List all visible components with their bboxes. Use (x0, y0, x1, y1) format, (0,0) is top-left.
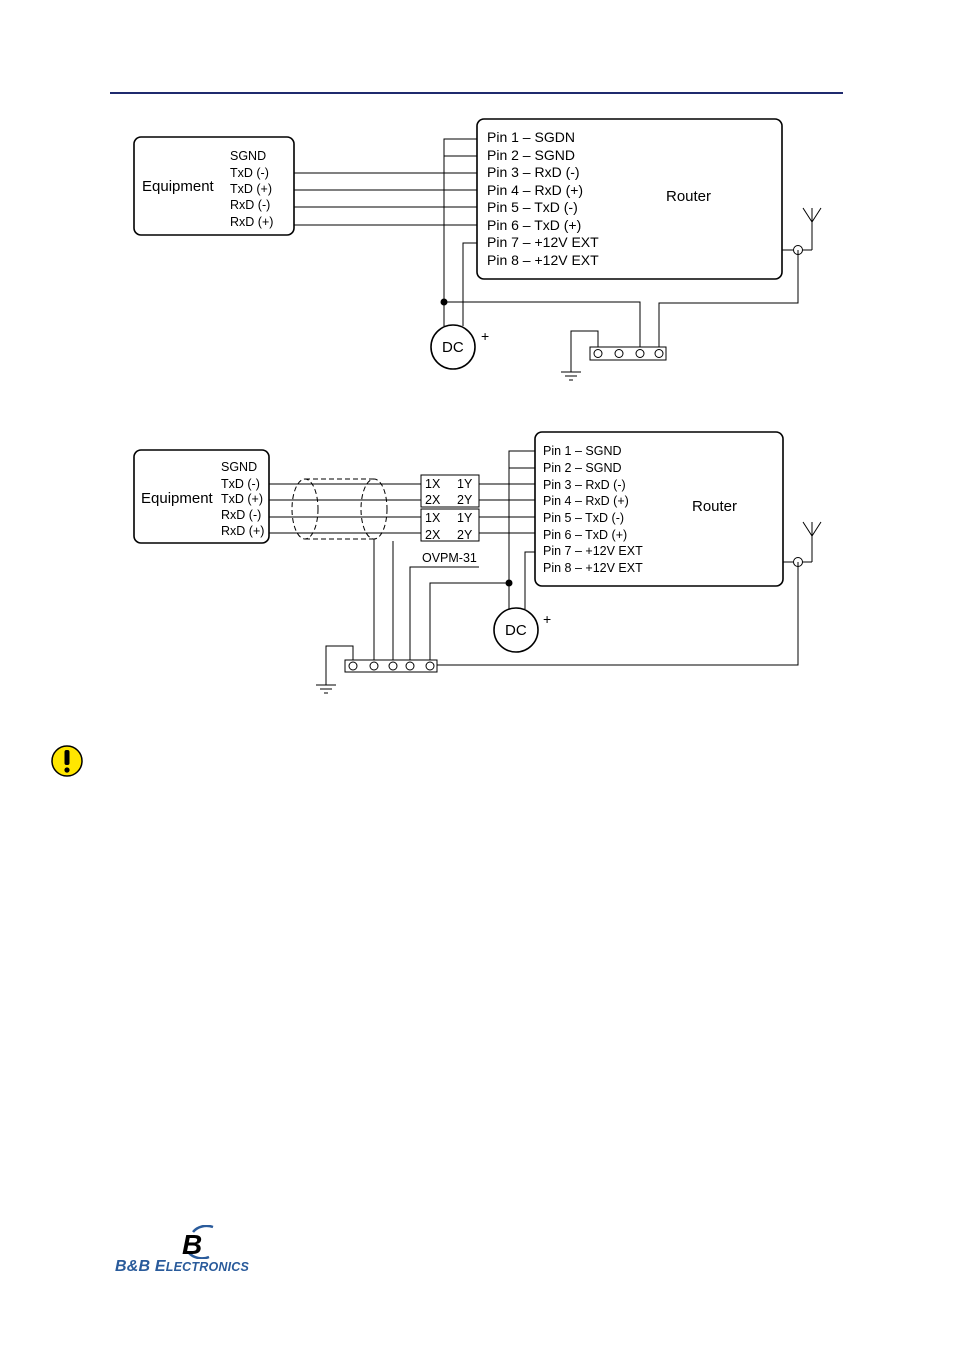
router-label: Router (692, 498, 737, 515)
module-port: 1X (425, 477, 441, 491)
wiring-diagram-protected: Equipment SGND TxD (-) TxD (+) RxD (-) R… (133, 431, 822, 694)
equipment-label: Equipment (141, 490, 214, 507)
ground-symbol (316, 645, 354, 694)
signal-wires-equipment (269, 483, 421, 534)
router-pin: Pin 1 – SGND (543, 444, 622, 458)
module-label: OVPM-31 (422, 551, 477, 565)
equipment-pin: TxD (-) (230, 166, 269, 180)
router-pin: Pin 2 – SGND (487, 147, 575, 163)
equipment-label: Equipment (142, 178, 215, 195)
signal-wires (294, 172, 477, 226)
router-pin: Pin 1 – SGDN (487, 129, 575, 145)
router-pin: Pin 7 – +12V EXT (487, 234, 599, 250)
module-ground-wires (392, 541, 479, 660)
equipment-box (133, 449, 270, 544)
router-pin: Pin 2 – SGND (543, 461, 622, 475)
router-pin: Pin 7 – +12V EXT (543, 544, 643, 558)
dc-polarity: + (481, 328, 489, 344)
module-port: 2Y (457, 493, 473, 507)
router-pin: Pin 5 – TxD (-) (543, 511, 624, 525)
equipment-pin: RxD (-) (221, 508, 261, 522)
equipment-pin: RxD (-) (230, 198, 270, 212)
equipment-pin: TxD (+) (221, 492, 263, 506)
logo-initial: B (182, 1229, 202, 1259)
equipment-pin: SGND (230, 149, 266, 163)
ovpm-module: 1X 1Y 2X 2Y 1X 1Y 2X 2Y OVPM-31 (420, 474, 480, 565)
module-port: 1Y (457, 477, 473, 491)
router-pin: Pin 6 – TxD (+) (543, 528, 627, 542)
module-port: 1X (425, 511, 441, 525)
equipment-pin: RxD (+) (230, 215, 273, 229)
router-label: Router (666, 188, 711, 205)
signal-wires-router (479, 483, 535, 534)
logo-emblem-icon: B (182, 1225, 214, 1259)
shielded-cable (291, 478, 388, 660)
logo-text-rest: LECTRONICS (165, 1260, 250, 1274)
power-wires (440, 138, 799, 347)
router-pin: Pin 6 – TxD (+) (487, 217, 581, 233)
dc-label: DC (442, 339, 464, 356)
dc-label: DC (505, 622, 527, 639)
logo-text-main: B&B E (115, 1258, 166, 1275)
equipment-box (133, 136, 295, 236)
module-port: 2X (425, 528, 441, 542)
module-port: 2X (425, 493, 441, 507)
terminal-block (589, 346, 667, 361)
equipment-pin: TxD (-) (221, 477, 260, 491)
equipment-pin: TxD (+) (230, 182, 272, 196)
module-port: 1Y (457, 511, 473, 525)
router-pin: Pin 4 – RxD (+) (487, 182, 583, 198)
terminal-block (344, 659, 438, 673)
router-pin: Pin 8 – +12V EXT (487, 252, 599, 268)
antenna-icon (783, 521, 822, 567)
equipment-pin: SGND (221, 460, 257, 474)
header-rule (110, 92, 843, 94)
router-pin: Pin 5 – TxD (-) (487, 199, 578, 215)
router-box (476, 118, 783, 280)
router-pin: Pin 3 – RxD (-) (487, 164, 580, 180)
wiring-diagram-direct: Equipment SGND TxD (-) TxD (+) RxD (-) R… (133, 118, 822, 381)
dc-source (430, 324, 476, 370)
dc-polarity: + (543, 611, 551, 627)
dc-source (493, 607, 539, 653)
warning-icon (51, 745, 83, 777)
ground-symbol (561, 330, 599, 381)
router-box (534, 431, 784, 587)
router-pin: Pin 4 – RxD (+) (543, 494, 629, 508)
equipment-pin: RxD (+) (221, 524, 264, 538)
module-port: 2Y (457, 528, 473, 542)
antenna-icon (782, 207, 822, 255)
logo-wordmark: B&B ELECTRONICS (115, 1258, 249, 1276)
power-wires (429, 450, 799, 666)
company-logo: B B&B ELECTRONICS (115, 1225, 315, 1280)
router-pin: Pin 8 – +12V EXT (543, 561, 643, 575)
router-pin: Pin 3 – RxD (-) (543, 478, 626, 492)
